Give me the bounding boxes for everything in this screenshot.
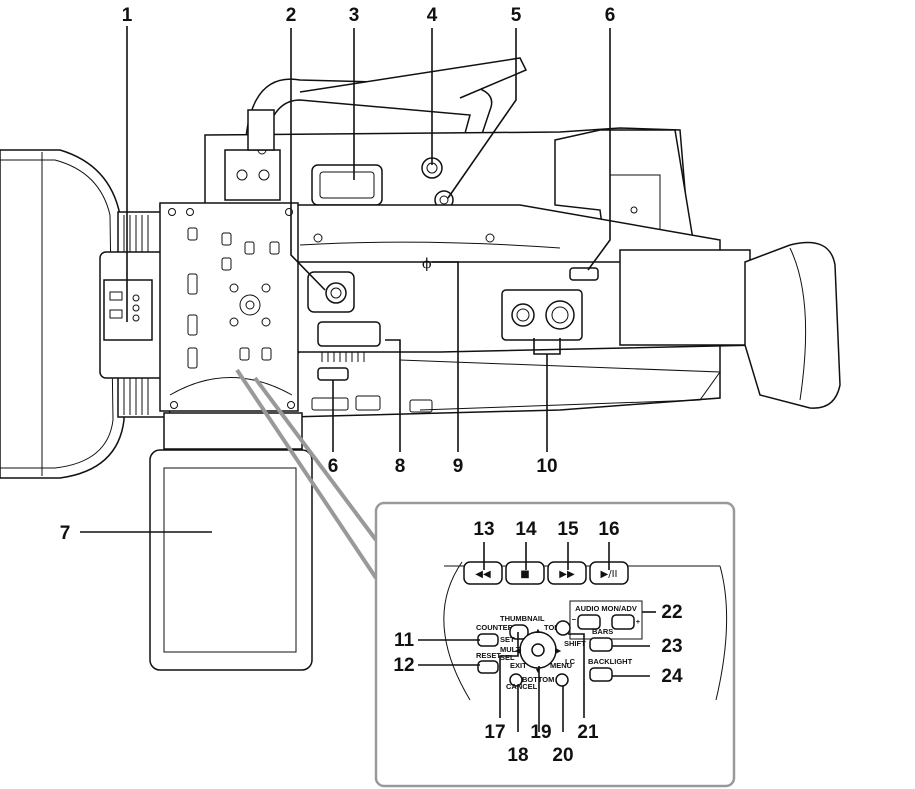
callout-21: 21 [577, 722, 599, 743]
zoom-line-left [235, 368, 378, 580]
callout-3: 3 [349, 5, 360, 26]
counter-label: COUNTER [476, 623, 514, 632]
callout-15: 15 [557, 519, 579, 540]
play-glyph: ▶/II [601, 569, 618, 580]
callout-2: 2 [286, 5, 297, 26]
lcd-monitor [149, 449, 313, 671]
reset-button [477, 660, 499, 674]
audio-mon-label: AUDIO MON/ADV [575, 604, 637, 613]
callout-16: 16 [598, 519, 619, 540]
callout-4: 4 [427, 5, 438, 26]
counter-button [477, 633, 499, 647]
exit-button [509, 673, 523, 687]
callout-18: 18 [507, 745, 528, 766]
side-window [311, 164, 383, 206]
slot-6-upper [569, 267, 599, 281]
menu-button [555, 673, 569, 687]
leader-lines [80, 26, 656, 732]
callout-6-bottom: 6 [328, 456, 339, 477]
callout-24: 24 [661, 666, 683, 687]
stop-glyph: ■ [520, 569, 529, 580]
callout-7: 7 [60, 523, 71, 544]
callout-19: 19 [530, 722, 551, 743]
callout-13: 13 [473, 519, 494, 540]
thumbnail-label: THUMBNAIL [500, 614, 545, 623]
rewind-button [463, 561, 503, 585]
lens-switch-block [103, 279, 153, 341]
callout-10: 10 [536, 456, 557, 477]
backlight-label: BACKLIGHT [588, 657, 633, 666]
top-label: TOP [544, 623, 559, 632]
mic-holder [247, 109, 275, 151]
slot-6-lower [317, 367, 349, 381]
transport-buttons: ◀◀ ■ ▶▶ ▶/II [463, 561, 629, 585]
dpad-right: ▶ [554, 646, 562, 655]
rewind-glyph: ◀◀ [475, 569, 491, 580]
accessory-shoe [224, 149, 281, 201]
callout-22: 22 [661, 602, 682, 623]
viewfinder-tube [619, 249, 751, 346]
audio-minus-button [577, 614, 601, 630]
callout-17: 17 [484, 722, 505, 743]
shift-button [555, 620, 571, 636]
zoom-line-right [253, 376, 378, 542]
inset-panel-edge [443, 561, 471, 701]
lens-hood [0, 149, 125, 479]
audio-plus-label: + [636, 617, 641, 626]
audio-plus-button [611, 614, 635, 630]
shift-label: SHIFT [564, 639, 586, 648]
sel-label: SEL [500, 653, 515, 662]
dpad-center [531, 643, 545, 657]
multi-label: MULTI [500, 645, 522, 654]
bars-button [589, 637, 613, 652]
ff-glyph: ▶▶ [559, 569, 575, 580]
bottom-label: BOTTOM [522, 675, 554, 684]
backlight-button [589, 667, 613, 682]
vent-8 [317, 321, 381, 347]
jack-left [511, 303, 535, 327]
fast-forward-button [547, 561, 587, 585]
thumbnail-button [509, 624, 529, 640]
exit-label: EXIT [510, 661, 527, 670]
callout-20: 20 [552, 745, 573, 766]
menu-label: MENU [550, 661, 572, 670]
stop-button [505, 561, 545, 585]
lc-label: LC [565, 657, 576, 666]
button-2 [325, 282, 347, 304]
bars-label: BARS [592, 627, 613, 636]
callout-5: 5 [511, 5, 522, 26]
callout-12: 12 [393, 655, 414, 676]
front-plate [159, 202, 299, 412]
phi-symbol: ϕ [422, 256, 432, 272]
callout-numbers: 1 2 3 4 5 6 6 7 8 9 10 11 12 13 14 15 16… [60, 5, 683, 766]
callout-14: 14 [515, 519, 537, 540]
audio-minus-label: − [572, 615, 577, 624]
callout-9: 9 [453, 456, 464, 477]
reset-label: RESET [476, 651, 501, 660]
dpad-up: ▲ [534, 626, 541, 635]
callout-23: 23 [661, 636, 682, 657]
cancel-label: CANCEL [506, 682, 538, 691]
jack-right [545, 300, 575, 330]
dpad-down: ▼ [534, 666, 541, 675]
callout-11: 11 [394, 630, 415, 651]
callout-1: 1 [122, 5, 133, 26]
set-label: SET [500, 635, 515, 644]
eyecup [744, 241, 841, 409]
handle-strap [299, 57, 528, 99]
callout-8: 8 [395, 456, 406, 477]
callout-6-top: 6 [605, 5, 616, 26]
lcd-hinge [163, 412, 303, 450]
